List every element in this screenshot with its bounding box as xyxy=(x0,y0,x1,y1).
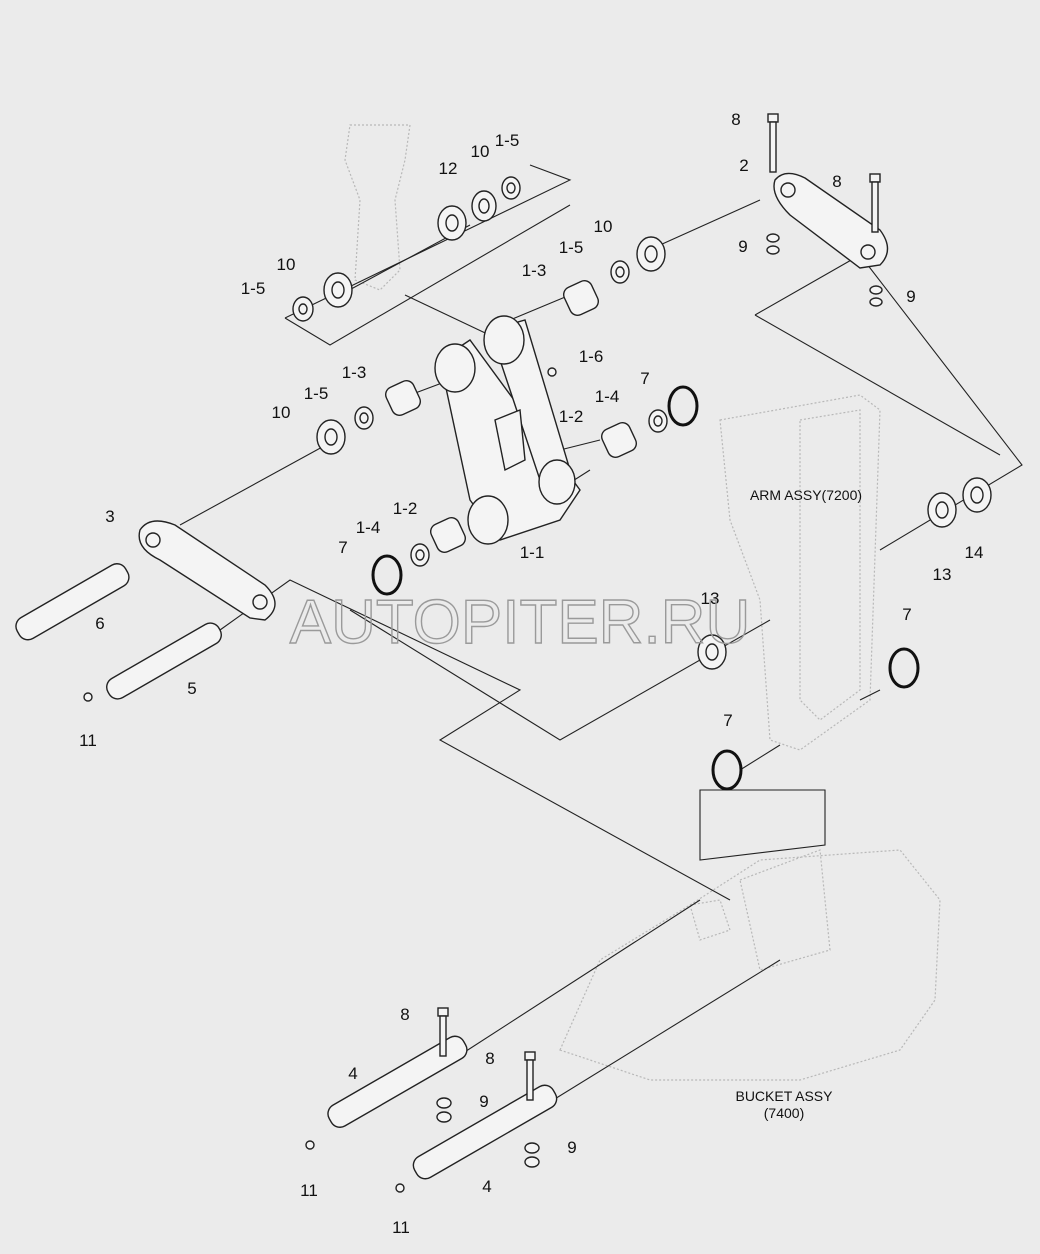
callout: 1-2 xyxy=(393,499,418,518)
washers xyxy=(292,176,992,670)
callout: 10 xyxy=(277,255,296,274)
callout: 1-4 xyxy=(595,387,620,406)
bucket-assy-code: (7400) xyxy=(764,1105,804,1121)
callout: 1-5 xyxy=(304,384,329,403)
callout: 8 xyxy=(731,110,740,129)
callout: 14 xyxy=(965,543,984,562)
callout: 7 xyxy=(902,605,911,624)
callout: 1-4 xyxy=(356,518,381,537)
callout: 8 xyxy=(485,1049,494,1068)
callout: 1-6 xyxy=(579,347,604,366)
callout: 11 xyxy=(392,1218,410,1237)
callout: 10 xyxy=(594,217,613,236)
callout: 13 xyxy=(701,589,720,608)
callout: 1-5 xyxy=(559,238,584,257)
callout: 11 xyxy=(300,1181,318,1200)
callout: 4 xyxy=(348,1064,357,1083)
link-body xyxy=(434,315,581,545)
callout: 7 xyxy=(338,538,347,557)
callout: 9 xyxy=(738,237,747,256)
pins xyxy=(15,563,558,1180)
callout: 1-5 xyxy=(495,131,520,150)
callout: 1-1 xyxy=(520,543,545,562)
callout: 9 xyxy=(906,287,915,306)
callout: 1-3 xyxy=(522,261,547,280)
bucket-ghost xyxy=(559,849,941,1081)
callout: 9 xyxy=(479,1092,488,1111)
callout: 4 xyxy=(482,1177,491,1196)
arm-assy-label: ARM ASSY(7200) xyxy=(750,487,862,503)
callout: 8 xyxy=(832,172,841,191)
callout: 13 xyxy=(933,565,952,584)
bucket-assy-label: BUCKET ASSY xyxy=(735,1088,833,1104)
callout: 1-2 xyxy=(559,407,584,426)
callout: 12 xyxy=(439,159,458,178)
callouts: 8 2 8 10 9 9 12 10 1-5 10 1-5 1-3 1-5 1-… xyxy=(79,110,983,1237)
callout: 2 xyxy=(739,156,748,175)
callout: 5 xyxy=(187,679,196,698)
callout: 6 xyxy=(95,614,104,633)
callout: 3 xyxy=(105,507,114,526)
callout: 7 xyxy=(723,711,732,730)
callout: 9 xyxy=(567,1138,576,1157)
callout: 8 xyxy=(400,1005,409,1024)
callout: 1-3 xyxy=(342,363,367,382)
callout: 7 xyxy=(640,369,649,388)
arm-ghost xyxy=(344,124,881,751)
callout: 1-5 xyxy=(241,279,266,298)
side-plates xyxy=(138,172,889,621)
callout: 10 xyxy=(471,142,490,161)
o-rings xyxy=(371,385,920,791)
callout: 11 xyxy=(79,731,97,750)
callout: 10 xyxy=(272,403,291,422)
bolts-nuts xyxy=(83,113,883,1193)
watermark: AUTOPITER.RU xyxy=(290,588,750,657)
